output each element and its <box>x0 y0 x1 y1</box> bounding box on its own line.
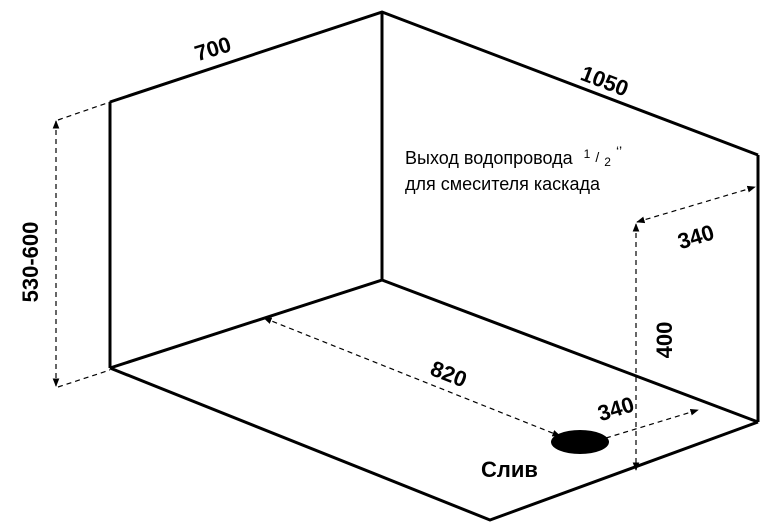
outlet-fraction-slash: / <box>595 149 599 165</box>
outlet-note-line2: для смесителя каскада <box>405 174 601 194</box>
pipe-height-label: 400 <box>652 322 677 359</box>
drain-side-dimension-line <box>605 408 699 439</box>
drain-length-offset-label: 820 <box>427 356 470 392</box>
box-back-left-edge <box>109 10 759 157</box>
outlet-inch-mark: ‘’ <box>616 143 622 159</box>
outlet-fraction-numerator: 1 <box>584 147 591 161</box>
height-ext-bottom <box>57 369 111 388</box>
box-floor-right-back-edge <box>381 278 759 424</box>
width-top-label: 700 <box>192 32 234 67</box>
drain-hole <box>551 430 609 454</box>
outlet-note-text: Выход водопровода <box>405 148 574 168</box>
drain-label: Слив <box>481 457 538 482</box>
outlet-note-line1: Выход водопровода 1 / 2 ‘’ <box>405 142 622 170</box>
box-floor-front-edge <box>109 366 759 522</box>
height-ext-top <box>57 101 111 121</box>
outlet-fraction-denominator: 2 <box>604 155 611 169</box>
pipe-side-offset-label: 340 <box>675 220 717 255</box>
drain-side-offset-label: 340 <box>595 392 637 427</box>
drain-length-dimension-line <box>263 317 561 437</box>
height-range-label: 530-600 <box>18 222 43 303</box>
pipe-side-dimension-line <box>636 185 756 224</box>
box-floor-back-edge <box>109 278 383 370</box>
